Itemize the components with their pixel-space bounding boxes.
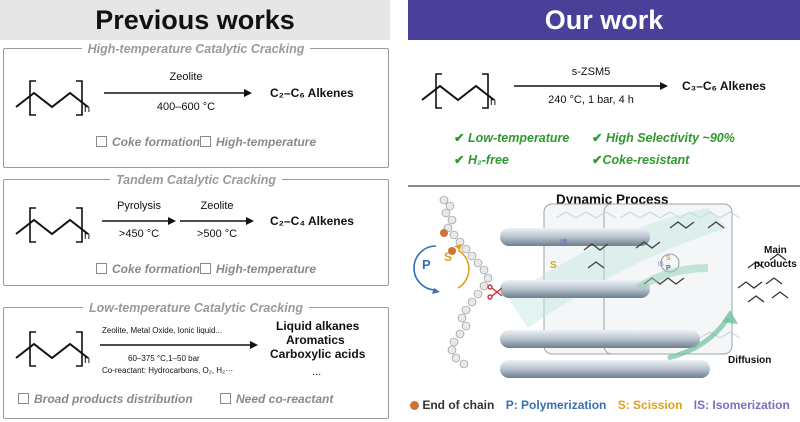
check-icon: ✔ <box>454 153 465 167</box>
repeat-n: n <box>84 354 91 366</box>
repeat-n: n <box>490 96 497 108</box>
pore-channel <box>500 360 710 378</box>
coreactant-label: Co-reactant: Hydrocarbons, O₂, H₂··· <box>102 366 234 375</box>
scission-arrow-icon <box>457 249 470 289</box>
condition-label: 60–375 °C,1–50 bar <box>128 354 200 363</box>
checkbox-icon <box>18 393 29 404</box>
polyethylene-chain-icon <box>15 331 89 367</box>
main-products-label: Main products <box>754 245 797 270</box>
p-label: P <box>422 257 431 272</box>
arrow-right-icon <box>180 217 254 225</box>
polymerization-arrow-icon <box>413 245 437 291</box>
section-divider <box>408 185 800 187</box>
end-of-chain-dot-icon <box>410 401 419 410</box>
pore-channel <box>500 228 650 246</box>
svg-text:P: P <box>666 265 671 272</box>
s-label-inner: S <box>550 260 557 271</box>
dynamic-process-title: Dynamic Process <box>556 192 669 207</box>
issue-coreactant: Need co-reactant <box>220 392 333 406</box>
is-label-inner: IS <box>560 238 568 247</box>
checkbox-icon <box>96 136 107 147</box>
product-label: C₃–C₆ Alkenes <box>682 79 766 93</box>
check-icon: ✔ <box>592 153 603 167</box>
svg-text:IS: IS <box>658 262 664 268</box>
end-of-chain-dot <box>440 229 448 237</box>
condition-label: 400–600 °C <box>156 101 216 113</box>
feature-h2-free: ✔ H₂-free <box>454 153 509 167</box>
svg-text:S: S <box>666 255 671 262</box>
catalyst-label: s-ZSM5 <box>571 66 611 78</box>
alkene-products <box>737 253 789 303</box>
issue-high-temp: High-temperature <box>200 262 316 276</box>
pore-channel <box>500 330 700 348</box>
polyethylene-chain-icon <box>15 80 89 116</box>
high-temp-title: High-temperature Catalytic Cracking <box>81 42 311 56</box>
arrow-right-icon <box>104 89 252 97</box>
low-temp-title: Low-temperature Catalytic Cracking <box>83 301 309 315</box>
feature-selectivity: ✔ High Selectivity ~90% <box>592 131 735 145</box>
catalyst-label: Zeolite, Metal Oxide, Ionic liquid... <box>102 326 223 335</box>
arrow-right-icon <box>100 341 258 349</box>
legend-isomerization: IS: Isomerization <box>693 398 790 412</box>
product-aromatics: Aromatics <box>286 333 345 347</box>
product-label: C₂–C₆ Alkenes <box>270 86 354 100</box>
end-of-chain-dot <box>448 247 456 255</box>
tandem-box: Tandem Catalytic Cracking n Pyrolysis >4… <box>3 173 389 286</box>
scissors-icon <box>487 284 503 300</box>
diffusion-label: Diffusion <box>728 355 772 366</box>
feature-coke-resistant: ✔Coke-resistant <box>592 153 690 167</box>
checkbox-icon <box>220 393 231 404</box>
step2-label: Zeolite <box>200 200 234 212</box>
previous-works-header: Previous works <box>0 0 390 40</box>
arrow-right-icon <box>102 217 176 225</box>
product-carboxylic-acids: Carboxylic acids <box>270 347 366 361</box>
checkbox-icon <box>200 136 211 147</box>
polyethylene-chain-icon <box>15 207 89 243</box>
pore-channel <box>500 280 650 298</box>
repeat-n: n <box>84 230 91 242</box>
high-temp-box: High-temperature Catalytic Cracking n Ze… <box>3 42 389 168</box>
catalyst-label: Zeolite <box>169 71 203 83</box>
cond2-label: >500 °C <box>196 228 238 240</box>
issue-high-temp: High-temperature <box>200 135 316 149</box>
polyethylene-chain-icon <box>421 73 495 109</box>
product-liquid-alkanes: Liquid alkanes <box>276 319 360 333</box>
tandem-title: Tandem Catalytic Cracking <box>109 173 282 187</box>
low-temp-box: Low-temperature Catalytic Cracking n Zeo… <box>3 301 389 419</box>
arrow-right-icon <box>514 82 668 90</box>
checkbox-icon <box>96 263 107 274</box>
diffusion-arrow-icon <box>667 316 731 361</box>
legend-polymerization: P: Polymerization <box>505 398 607 412</box>
dynamic-process-illustration: IS S S P IS <box>413 195 789 378</box>
issue-broad: Broad products distribution <box>18 392 193 406</box>
issue-coke: Coke formation <box>96 262 200 276</box>
feature-low-temp: ✔ Low-temperature <box>454 131 570 145</box>
condition-label: 240 °C, 1 bar, 4 h <box>548 94 634 106</box>
repeat-n: n <box>84 103 91 115</box>
issue-coke: Coke formation <box>96 135 200 149</box>
ellipsis: ... <box>312 366 322 378</box>
legend-end-of-chain: End of chain <box>422 398 495 412</box>
legend-scission: S: Scission <box>617 398 683 412</box>
legend: End of chain P: Polymerization S: Scissi… <box>410 398 790 412</box>
checkbox-icon <box>200 263 211 274</box>
product-label: C₂–C₄ Alkenes <box>270 214 354 228</box>
step1-label: Pyrolysis <box>116 200 161 212</box>
cond1-label: >450 °C <box>118 228 160 240</box>
our-work-header: Our work <box>408 0 800 40</box>
polymer-chain-beads <box>439 195 493 369</box>
s-label: S <box>444 250 453 264</box>
check-icon: ✔ <box>592 131 603 145</box>
is-label: IS <box>560 239 568 248</box>
check-icon: ✔ <box>454 131 465 145</box>
